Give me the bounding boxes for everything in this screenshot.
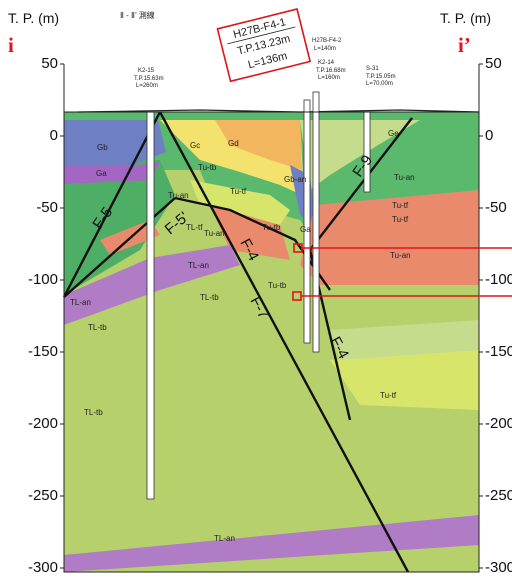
unit-label: Tu-tf [392, 201, 409, 210]
tick-label: 0 [50, 127, 58, 144]
unit-label: Tu-an [168, 191, 189, 200]
unit-label: Gc [190, 141, 200, 150]
borehole-tp: T.P.15.63m [134, 76, 164, 82]
borehole-name: K2-15 [138, 68, 155, 74]
strata-fill [64, 112, 479, 572]
unit-label: TL-an [70, 298, 91, 307]
borehole-tp: T.P.16.68m [316, 68, 346, 74]
axis-unit-left: T. P. (m) [8, 10, 59, 26]
unit-label: Gb-an [284, 175, 306, 184]
tick-label: -200 [28, 415, 58, 432]
borehole-column [312, 91, 320, 353]
unit-label: TL-tf [186, 223, 203, 232]
unit-label: Tu-tf [380, 391, 397, 400]
fault-line [174, 196, 331, 291]
unit-label: Gd [228, 139, 239, 148]
unit-label: Tu-tb [198, 163, 217, 172]
tick-label: -300 [485, 559, 512, 576]
borehole-name: H27B-F4-2 [312, 38, 342, 44]
borehole-tp: T.P.15.05m [366, 74, 396, 80]
tick-label: -150 [485, 343, 512, 360]
fault-lines [62, 111, 413, 573]
tick-label: 50 [485, 55, 502, 72]
tick-label: -250 [485, 487, 512, 504]
borehole-length: L=260m [136, 83, 158, 89]
tick-label: -50 [485, 199, 507, 216]
unit-label: Tu-an [394, 173, 415, 182]
unit-label: Tu-an [204, 229, 225, 238]
section-mark-right: i’ [458, 33, 471, 57]
fault-line [63, 197, 176, 298]
unit-label: Tu-an [390, 251, 411, 260]
unit-label: TL-tb [200, 293, 219, 302]
tick-label: -300 [28, 559, 58, 576]
unit-label: Tu-tf [392, 215, 409, 224]
unit-labels: Gb Ga Gc Gd Ge Tu-tb Tu-tf Tu-an Gb-an T… [70, 129, 415, 543]
tick-label: -100 [485, 271, 512, 288]
fault-line [309, 117, 413, 251]
unit-label: Tu-tb [262, 223, 281, 232]
unit-label: Gb [97, 143, 108, 152]
tick-label: -50 [36, 199, 58, 216]
sample-markers [292, 243, 512, 301]
borehole-column [303, 99, 311, 344]
unit-label: Tu-tb [268, 281, 287, 290]
borehole-column [146, 111, 155, 500]
axis-unit-right: T. P. (m) [440, 10, 491, 26]
borehole-columns [146, 91, 371, 500]
borehole-name: K2-14 [318, 60, 335, 66]
unit-label: Ge [388, 129, 399, 138]
callout-box [216, 8, 312, 83]
borehole-callout: H27B-F4-1 T.P.13.23m L=136m [216, 8, 312, 83]
axis-tick-labels: 50 0 -50 -100 -150 -200 -250 -300 50 0 -… [28, 55, 512, 576]
unit-label: TL-an [188, 261, 209, 270]
tick-label: -150 [28, 343, 58, 360]
unit-label: Ga [300, 225, 311, 234]
tick-label: -200 [485, 415, 512, 432]
tick-label: 50 [41, 55, 58, 72]
borehole-length: L=70.00m [366, 81, 393, 87]
unit-label: TL-tb [88, 323, 107, 332]
unit-label: TL-an [214, 534, 235, 543]
tick-label: -100 [28, 271, 58, 288]
tick-label: -250 [28, 487, 58, 504]
unit-label: Tu-tf [230, 187, 247, 196]
unit-label: Ga [96, 169, 107, 178]
survey-line-label: Ⅱ - Ⅱ’ 測線 [120, 10, 155, 20]
borehole-length: L=140m [314, 46, 336, 52]
fault-line [158, 111, 410, 573]
axis-ticks [63, 64, 480, 572]
unit-label: TL-tb [84, 408, 103, 417]
borehole-column [363, 111, 371, 193]
tick-marks [60, 63, 483, 569]
section-mark-left: i [8, 33, 14, 57]
borehole-length: L=160m [318, 75, 340, 81]
tick-label: 0 [485, 127, 493, 144]
borehole-name: S-31 [366, 66, 379, 72]
fault-line [62, 111, 162, 298]
